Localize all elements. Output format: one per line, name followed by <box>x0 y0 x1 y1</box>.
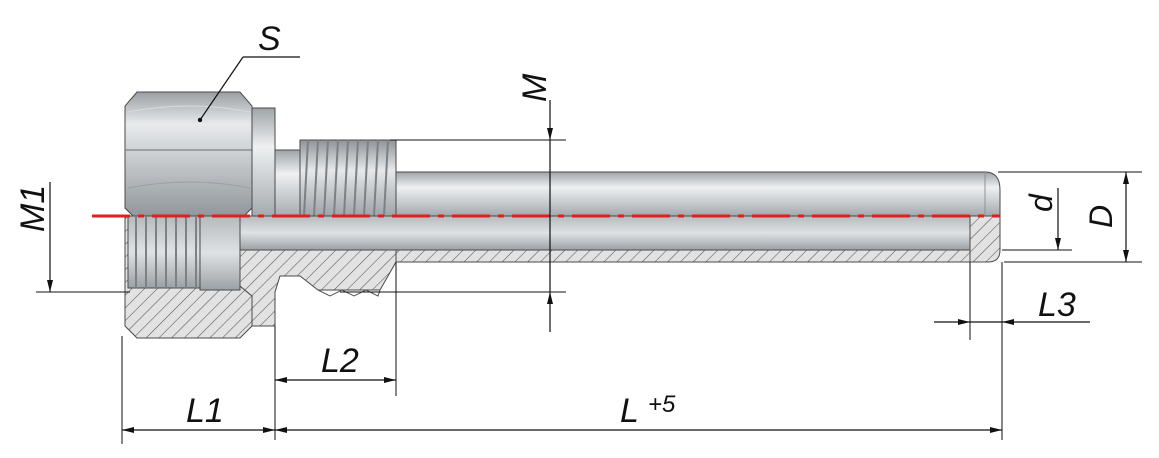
part-body <box>124 91 1001 339</box>
label-d-outer: D <box>1083 205 1119 228</box>
label-l2: L2 <box>321 342 359 380</box>
internal-thread-m1 <box>127 215 201 289</box>
tube-wall-section <box>395 249 971 263</box>
label-l-tolerance: +5 <box>648 391 676 418</box>
thread-crests <box>303 139 389 217</box>
tube <box>395 171 1001 217</box>
dim-m1: M1 <box>14 182 130 293</box>
dim-l1: L1 <box>121 336 275 444</box>
dimensions: S M M1 d D <box>14 20 1142 444</box>
dim-d-outer: D <box>998 171 1142 263</box>
fitting-section <box>239 245 421 327</box>
dim-l: L +5 <box>275 391 1002 433</box>
label-m: M <box>516 73 554 102</box>
label-s: S <box>258 20 281 58</box>
tip-section <box>969 215 1001 263</box>
label-l3: L3 <box>1038 286 1076 324</box>
label-m1: M1 <box>14 185 52 232</box>
shoulder <box>251 107 276 219</box>
label-d: d <box>1023 193 1059 212</box>
dim-m: M <box>340 73 566 332</box>
dim-l3: L3 <box>934 262 1090 440</box>
bore <box>239 215 971 251</box>
label-l1: L1 <box>186 392 224 430</box>
dim-s: S <box>197 20 300 123</box>
dim-d: d <box>1002 188 1072 251</box>
label-l: L <box>620 392 639 430</box>
dim-l2: L2 <box>274 262 397 440</box>
hex-nut <box>124 91 253 221</box>
